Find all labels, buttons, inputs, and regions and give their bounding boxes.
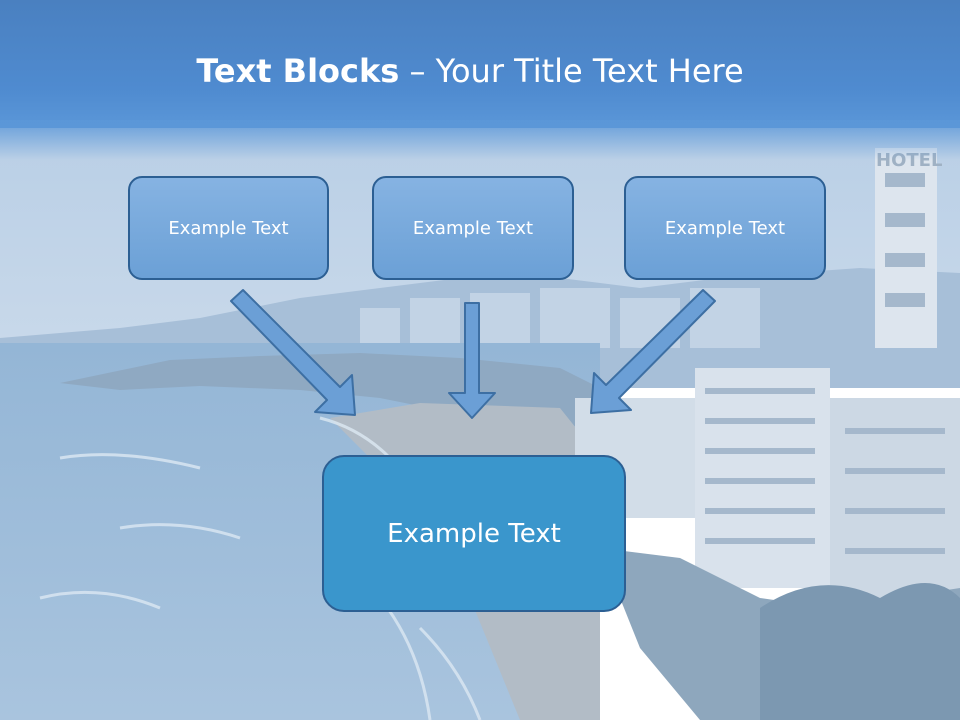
title-bar [0, 0, 960, 128]
text-block-main: Example Text [322, 455, 626, 612]
slide-title: Text Blocks – Your Title Text Here [0, 52, 940, 90]
text-block-left: Example Text [128, 176, 329, 280]
text-block-right-label: Example Text [664, 217, 786, 239]
slide-title-bold: Text Blocks [196, 52, 400, 90]
slide-title-rest: – Your Title Text Here [409, 52, 744, 90]
text-block-main-label: Example Text [387, 518, 561, 549]
arrow-left-icon [230, 289, 356, 416]
arrow-right-icon [590, 289, 716, 414]
text-block-center: Example Text [372, 176, 574, 280]
title-fade [0, 120, 960, 160]
text-block-center-label: Example Text [412, 217, 534, 239]
text-block-left-label: Example Text [168, 217, 289, 239]
arrow-center-icon [448, 302, 496, 419]
text-block-right: Example Text [624, 176, 826, 280]
